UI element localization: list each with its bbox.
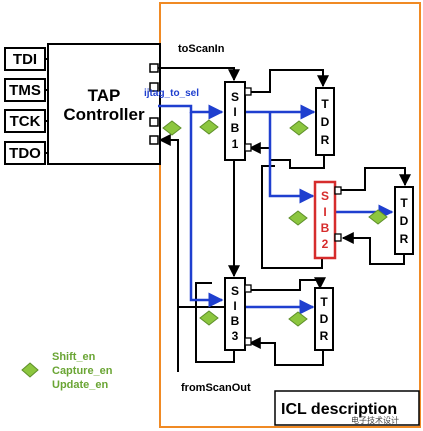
- sib2-letter: 2: [322, 237, 329, 251]
- pin-tms: TMS: [9, 82, 41, 99]
- sib1-port: [244, 143, 252, 152]
- control-diamond-icon: [288, 311, 308, 327]
- tap-port: [149, 135, 159, 145]
- sib3-box: [224, 277, 246, 351]
- tap-port: [149, 63, 159, 73]
- legend: Shift_en Capture_en Update_en: [21, 351, 113, 391]
- sib3-port: [244, 284, 252, 293]
- control-diamond-icon: [368, 209, 388, 225]
- tdr1-letter: D: [321, 115, 330, 129]
- sib3-letter: S: [231, 284, 239, 298]
- tdr2-letter: D: [400, 214, 409, 228]
- sib1-block: S I B 1: [224, 81, 252, 161]
- sib1-letter: 1: [232, 137, 239, 151]
- tdr2-box: [394, 186, 414, 255]
- sib2-to-tdr-wire: [335, 167, 411, 191]
- sib1-letter: S: [231, 90, 239, 104]
- sib2-port: [334, 186, 342, 195]
- tap-controller-box: [47, 43, 161, 165]
- control-diamond-icon: [199, 310, 219, 326]
- tdr2-return-wire: [341, 232, 405, 265]
- tdr1-letter: R: [321, 133, 330, 147]
- tdr3-letter: T: [320, 295, 328, 309]
- sib3-letter: B: [231, 314, 240, 328]
- sib2-letter: B: [321, 221, 330, 235]
- tdr3-box: [314, 287, 334, 351]
- scan-in-wire: [158, 67, 240, 82]
- tdr2-letter: R: [400, 232, 409, 246]
- tdr2-letter: T: [400, 196, 408, 210]
- from-scan-out-return: [158, 134, 179, 372]
- control-diamond-icon: [199, 119, 219, 135]
- tdr1-block: T D R: [315, 87, 335, 156]
- tap-title-line2: Controller: [63, 105, 145, 124]
- sib1-to-tdr1-wire: [245, 69, 329, 93]
- pin-tck: TCK: [10, 113, 41, 130]
- scan-wires: [158, 67, 411, 372]
- legend-update-en: Update_en: [52, 379, 109, 391]
- icl-label-box: [274, 390, 420, 426]
- tdr3-letter: D: [320, 312, 329, 326]
- sib3-letter: 3: [232, 329, 239, 343]
- sib3-to-tdr3-wire: [245, 277, 326, 291]
- pin-tdi: TDI: [13, 51, 37, 68]
- tap-port: [149, 82, 159, 92]
- control-diamond-icon: [162, 120, 182, 136]
- sib1-box: [224, 81, 246, 161]
- watermark: 电子技术设计: [351, 415, 399, 425]
- sib1-letter: B: [231, 121, 240, 135]
- sib2-box: [313, 180, 337, 260]
- select-wires: [158, 104, 394, 315]
- sib3-block: S I B 3: [224, 277, 252, 351]
- legend-capture-en: Capture_en: [52, 365, 113, 377]
- sib2-loop-wire: [261, 165, 323, 269]
- sib2-port: [334, 233, 342, 242]
- tap-title-line1: TAP: [88, 86, 121, 105]
- from-scan-out-label: fromScanOut: [181, 382, 251, 394]
- tdr2-block: T D R: [394, 186, 414, 255]
- sib1-sel-down: [268, 112, 315, 204]
- sib2-letter: I: [323, 205, 326, 219]
- ijtag-sel-wire: [158, 104, 224, 120]
- tdr3-letter: R: [320, 329, 329, 343]
- pin-tdo: TDO: [9, 145, 41, 162]
- tdr3-return-wire: [248, 337, 324, 366]
- icl-label: ICL description: [281, 401, 397, 418]
- sib1-port: [244, 87, 252, 96]
- sib2-block: S I B 2: [313, 180, 342, 260]
- sib3-letter: I: [233, 299, 236, 313]
- sib3-port: [244, 337, 252, 346]
- control-diamond-icon: [288, 210, 308, 226]
- sib2-letter: S: [321, 189, 329, 203]
- sib3-output-wire: [195, 282, 235, 363]
- legend-shift-en: Shift_en: [52, 351, 96, 363]
- control-diamond-icon: [289, 120, 309, 136]
- tdr1-box: [315, 87, 335, 156]
- legend-diamond-icon: [21, 362, 39, 378]
- sib1-letter: I: [233, 105, 236, 119]
- control-diamonds: [162, 119, 388, 327]
- tdr1-letter: T: [321, 97, 329, 111]
- tap-port: [149, 117, 159, 127]
- sib3-sel-wire: [189, 112, 224, 308]
- to-scan-in-label: toScanIn: [178, 43, 225, 55]
- tap-controller: TAP Controller TDI TMS TCK TDO: [4, 43, 161, 165]
- tdr3-block: T D R: [314, 287, 334, 351]
- ijtag-to-sel-label: ijtag_to_sel: [144, 88, 199, 99]
